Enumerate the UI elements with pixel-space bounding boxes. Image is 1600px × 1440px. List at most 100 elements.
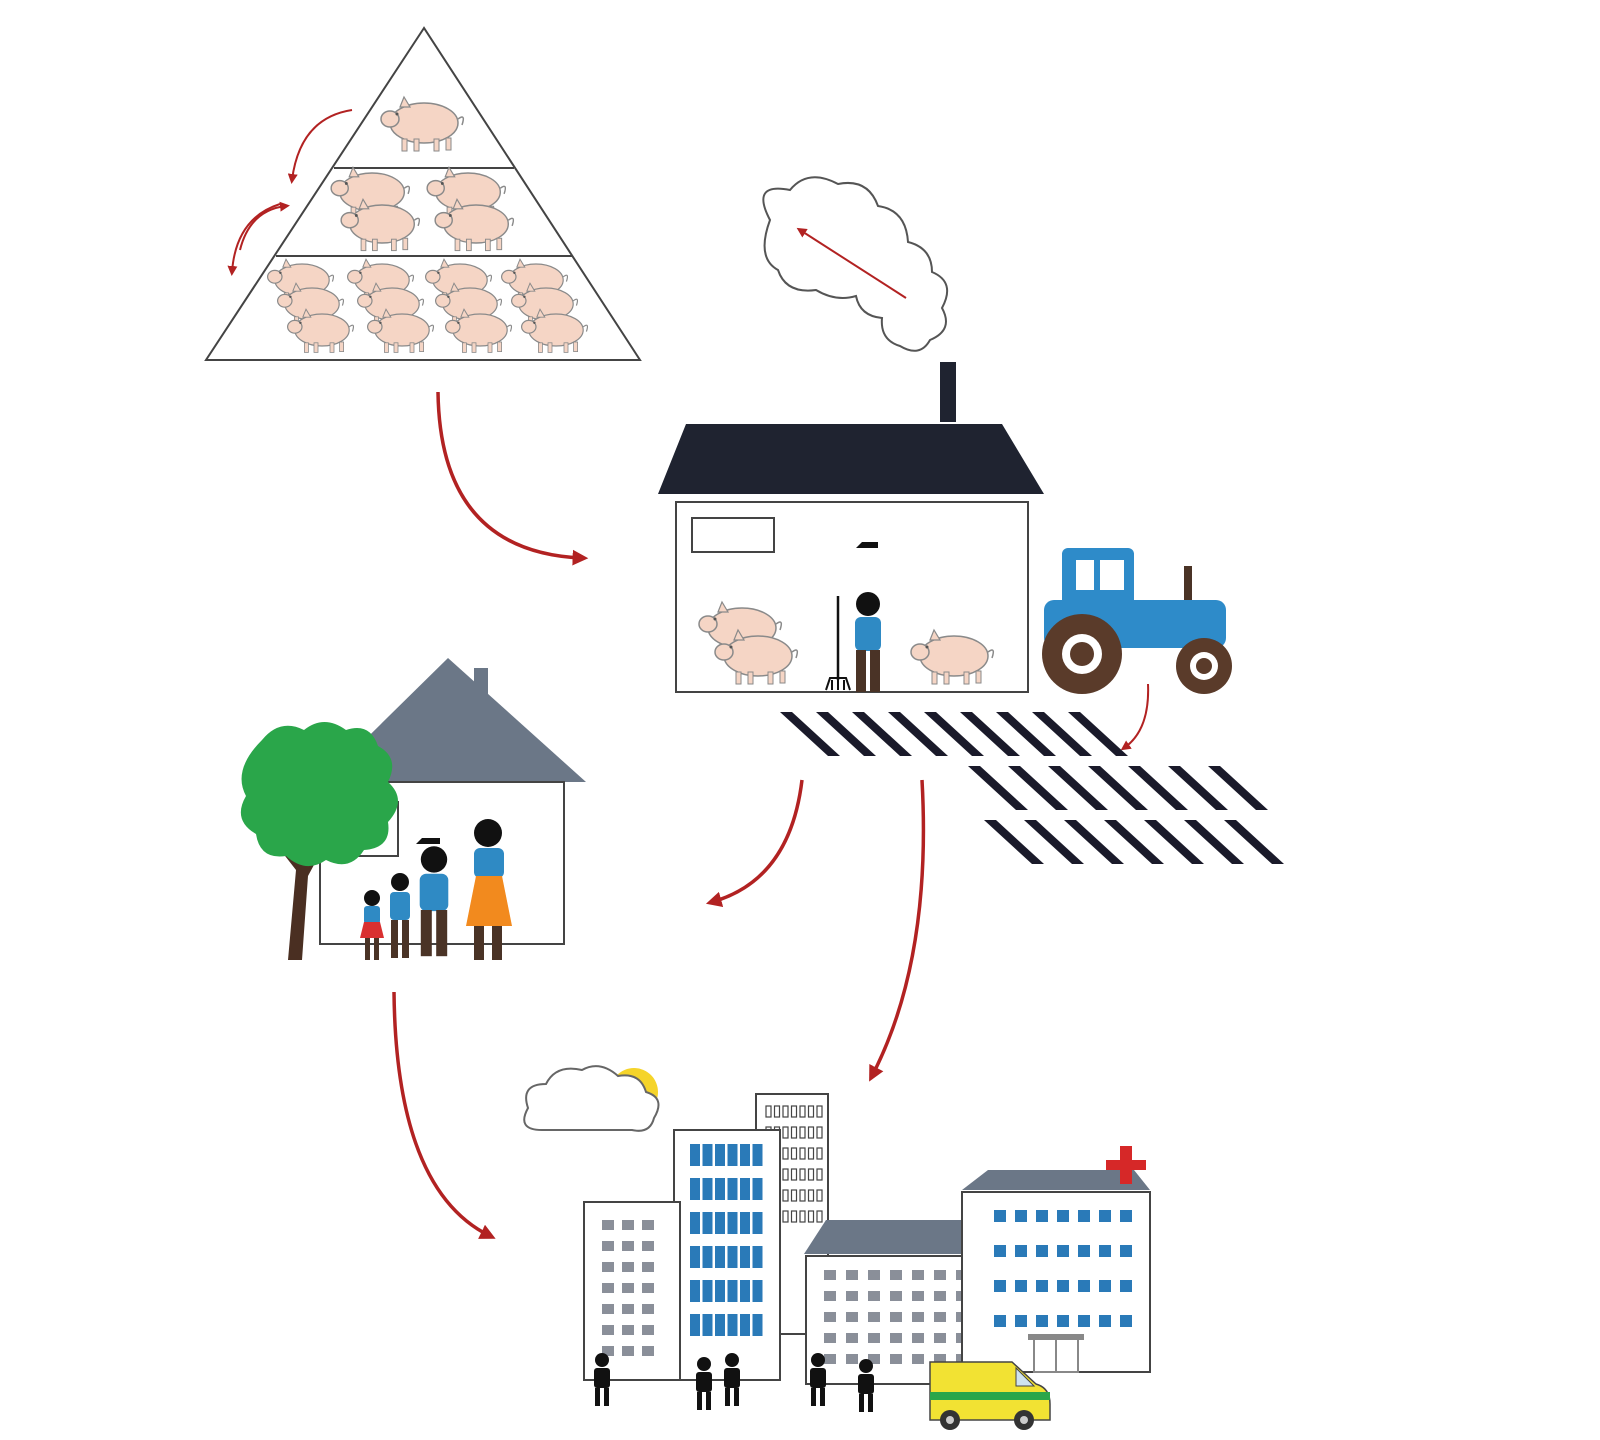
- building-window: [622, 1325, 634, 1335]
- building-window: [783, 1148, 788, 1159]
- building-window: [800, 1106, 805, 1117]
- building-window: [690, 1314, 700, 1336]
- building-window: [715, 1144, 725, 1166]
- building-window: [817, 1169, 822, 1180]
- hospital-icon: [962, 1146, 1150, 1372]
- building-window: [753, 1280, 763, 1302]
- building-window: [642, 1241, 654, 1251]
- building-window: [846, 1270, 858, 1280]
- building-window: [846, 1354, 858, 1364]
- building-window: [642, 1262, 654, 1272]
- arrow-farm-to-city: [872, 780, 923, 1076]
- building-window: [934, 1333, 946, 1343]
- building-window: [800, 1127, 805, 1138]
- building-window: [824, 1291, 836, 1301]
- building-window: [890, 1291, 902, 1301]
- building-window: [912, 1270, 924, 1280]
- building-window: [1099, 1280, 1111, 1292]
- arrow-farm-to-family: [712, 780, 802, 902]
- building-window: [715, 1178, 725, 1200]
- building-window: [934, 1270, 946, 1280]
- arrow-family-to-city: [394, 992, 490, 1236]
- building-window: [824, 1312, 836, 1322]
- city-buildings-icon: [584, 1094, 988, 1384]
- building-window: [890, 1270, 902, 1280]
- building-window: [890, 1354, 902, 1364]
- building-window: [792, 1148, 797, 1159]
- building-window: [602, 1262, 614, 1272]
- building-window: [728, 1246, 738, 1268]
- building-window: [868, 1312, 880, 1322]
- building-window: [728, 1280, 738, 1302]
- building-window: [1078, 1245, 1090, 1257]
- building-window: [1036, 1280, 1048, 1292]
- building-window: [728, 1144, 738, 1166]
- building-window: [809, 1169, 814, 1180]
- building-window: [809, 1190, 814, 1201]
- building-window: [703, 1246, 713, 1268]
- building-window: [1099, 1315, 1111, 1327]
- building-window: [1099, 1210, 1111, 1222]
- building-window: [792, 1127, 797, 1138]
- pig-pyramid-icon: [206, 28, 640, 360]
- building-window: [753, 1212, 763, 1234]
- building-window: [1057, 1280, 1069, 1292]
- building-window: [690, 1144, 700, 1166]
- building-window: [740, 1314, 750, 1336]
- building-window: [703, 1280, 713, 1302]
- building-window: [1120, 1210, 1132, 1222]
- building-window: [846, 1291, 858, 1301]
- building-window: [622, 1220, 634, 1230]
- building-window: [800, 1190, 805, 1201]
- building-window: [783, 1106, 788, 1117]
- building-window: [642, 1283, 654, 1293]
- building-window: [809, 1211, 814, 1222]
- sun-cloud-icon: [524, 1066, 658, 1131]
- building-window: [642, 1304, 654, 1314]
- building-window: [740, 1280, 750, 1302]
- farm-barn-icon: [658, 362, 1044, 692]
- building-window: [622, 1262, 634, 1272]
- field-stripes-icon: [780, 712, 1284, 864]
- building-window: [868, 1291, 880, 1301]
- building-window: [690, 1280, 700, 1302]
- building-window: [690, 1212, 700, 1234]
- building-window: [1078, 1280, 1090, 1292]
- smoke-cloud-icon: [763, 177, 947, 351]
- building-window: [715, 1212, 725, 1234]
- building-window: [642, 1346, 654, 1356]
- building-window: [809, 1148, 814, 1159]
- building-window: [753, 1178, 763, 1200]
- building-window: [1057, 1210, 1069, 1222]
- building-window: [792, 1169, 797, 1180]
- building-window: [934, 1312, 946, 1322]
- building-window: [703, 1178, 713, 1200]
- building-window: [868, 1270, 880, 1280]
- building-window: [642, 1325, 654, 1335]
- building-window: [994, 1210, 1006, 1222]
- building-window: [1036, 1210, 1048, 1222]
- building-window: [728, 1212, 738, 1234]
- building-window: [994, 1315, 1006, 1327]
- building-window: [1120, 1280, 1132, 1292]
- building-window: [783, 1190, 788, 1201]
- building-window: [868, 1333, 880, 1343]
- building-window: [622, 1304, 634, 1314]
- building-window: [1015, 1280, 1027, 1292]
- building-window: [740, 1246, 750, 1268]
- boy-icon: [390, 873, 410, 958]
- building-window: [817, 1106, 822, 1117]
- building-window: [824, 1333, 836, 1343]
- building-window: [1120, 1315, 1132, 1327]
- building-window: [753, 1314, 763, 1336]
- building-window: [824, 1354, 836, 1364]
- building-window: [824, 1270, 836, 1280]
- building-window: [1099, 1245, 1111, 1257]
- building-window: [715, 1246, 725, 1268]
- building-window: [1078, 1210, 1090, 1222]
- building-window: [602, 1283, 614, 1293]
- building-window: [890, 1333, 902, 1343]
- building-window: [912, 1333, 924, 1343]
- building-window: [783, 1211, 788, 1222]
- building-window: [994, 1280, 1006, 1292]
